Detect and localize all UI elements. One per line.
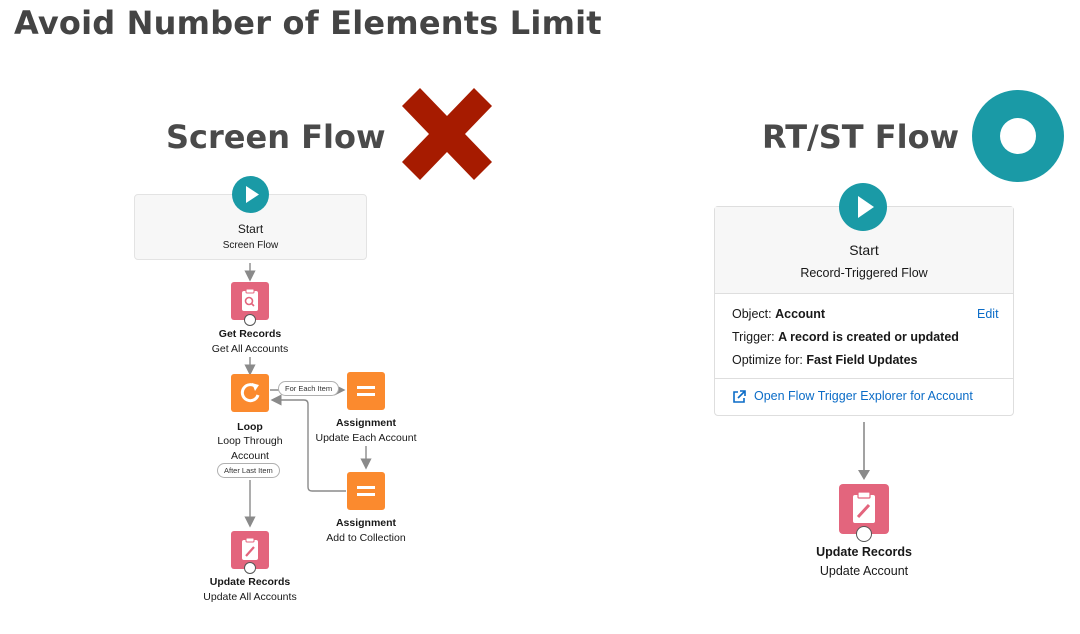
equals-icon [357, 386, 375, 396]
screen-flow-title: Screen Flow [166, 118, 386, 156]
trigger-label: Trigger: [732, 330, 775, 344]
edit-link[interactable]: Edit [977, 307, 999, 321]
assignment1-label: Assignment [335, 417, 397, 429]
clipboard-edit-icon [242, 537, 258, 560]
rt-flow-title: RT/ST Flow [762, 118, 960, 156]
assignment2-sublabel: Add to Collection [326, 532, 406, 544]
get-records-sublabel: Get All Accounts [211, 343, 289, 355]
object-value: Account [775, 307, 826, 321]
assignment1-sublabel: Update Each Account [315, 432, 417, 444]
loop-sublabel-line1: Loop Through [217, 435, 283, 447]
optimize-row: Optimize for: Fast Field Updates [732, 353, 917, 367]
rt-start-card[interactable] [714, 206, 1014, 416]
equals-icon [357, 486, 375, 496]
trigger-row: Trigger: A record is created or updated [732, 330, 959, 344]
play-icon [839, 183, 887, 231]
divider [715, 378, 1013, 379]
connector-dot[interactable] [856, 526, 872, 542]
rt-connector [858, 422, 870, 480]
object-row: Object: Account [732, 307, 825, 321]
loop-sublabel-line2: Account [231, 450, 269, 462]
trigger-value: A record is created or updated [778, 330, 959, 344]
screen-flow-connectors [244, 263, 372, 528]
update-records-sublabel: Update All Accounts [203, 591, 297, 603]
loop-icon [240, 383, 260, 403]
start-node-label: Start [237, 222, 264, 236]
flow-trigger-explorer-link[interactable]: Open Flow Trigger Explorer for Account [754, 389, 973, 403]
for-each-item-pill[interactable]: For Each Item [278, 381, 340, 396]
assignment-node-1[interactable] [347, 372, 385, 410]
rt-update-records-node[interactable] [839, 484, 889, 534]
connector-dot[interactable] [244, 314, 256, 326]
red-x-icon [402, 88, 492, 180]
get-records-label: Get Records [218, 328, 282, 340]
assignment2-label: Assignment [335, 517, 397, 529]
connector-dot[interactable] [244, 562, 256, 574]
clipboard-search-icon [242, 288, 258, 311]
rt-update-records-label: Update Records [816, 545, 912, 559]
after-last-item-pill[interactable]: After Last Item [217, 463, 280, 478]
object-label: Object: [732, 307, 772, 321]
rt-start-label: Start [849, 242, 879, 258]
clipboard-edit-icon [853, 491, 875, 523]
loop-label: Loop [237, 421, 263, 433]
external-link-icon[interactable] [732, 390, 746, 404]
optimize-label: Optimize for: [732, 353, 803, 367]
teal-circle-icon [972, 90, 1064, 182]
get-records-node[interactable] [231, 282, 269, 320]
page-title: Avoid Number of Elements Limit [14, 4, 602, 42]
start-node-sublabel: Screen Flow [222, 240, 279, 251]
play-icon [232, 176, 269, 213]
assignment-node-2[interactable] [347, 472, 385, 510]
loop-node[interactable] [231, 374, 269, 412]
rt-start-sublabel: Record-Triggered Flow [800, 266, 928, 280]
update-records-label: Update Records [209, 576, 291, 588]
optimize-value: Fast Field Updates [806, 353, 918, 367]
rt-update-records-sublabel: Update Account [819, 564, 909, 578]
